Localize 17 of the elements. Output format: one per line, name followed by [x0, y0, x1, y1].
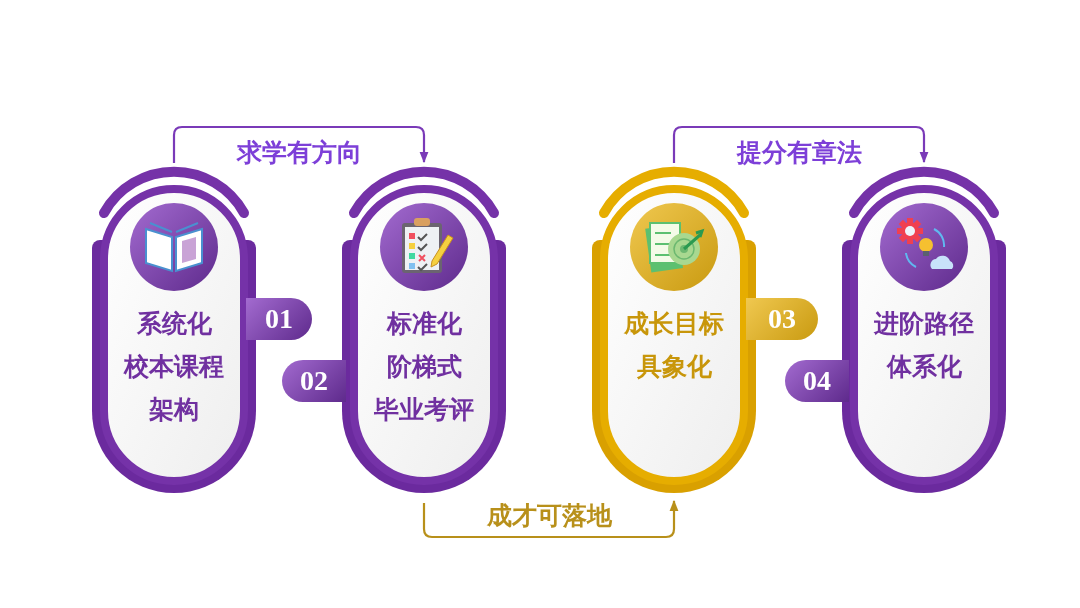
bracket-arrow	[422, 499, 679, 539]
number-badge: 02	[282, 360, 346, 402]
card-text: 体系化	[886, 351, 962, 383]
card-text: 标准化	[386, 308, 462, 340]
card-text: 成长目标	[624, 308, 724, 340]
card-text: 毕业考评	[374, 394, 474, 426]
card-text: 进阶路径	[874, 308, 974, 340]
card-text: 阶梯式	[386, 351, 462, 383]
number-badge: 01	[246, 298, 312, 340]
bracket-arrow	[172, 125, 429, 164]
card-text: 校本课程	[124, 351, 224, 383]
bracket-arrow	[672, 125, 929, 164]
card-text: 具象化	[636, 351, 712, 383]
card-text: 系统化	[136, 308, 212, 340]
number-badge: 03	[746, 298, 818, 340]
card-text: 架构	[149, 394, 199, 426]
number-badge: 04	[785, 360, 849, 402]
